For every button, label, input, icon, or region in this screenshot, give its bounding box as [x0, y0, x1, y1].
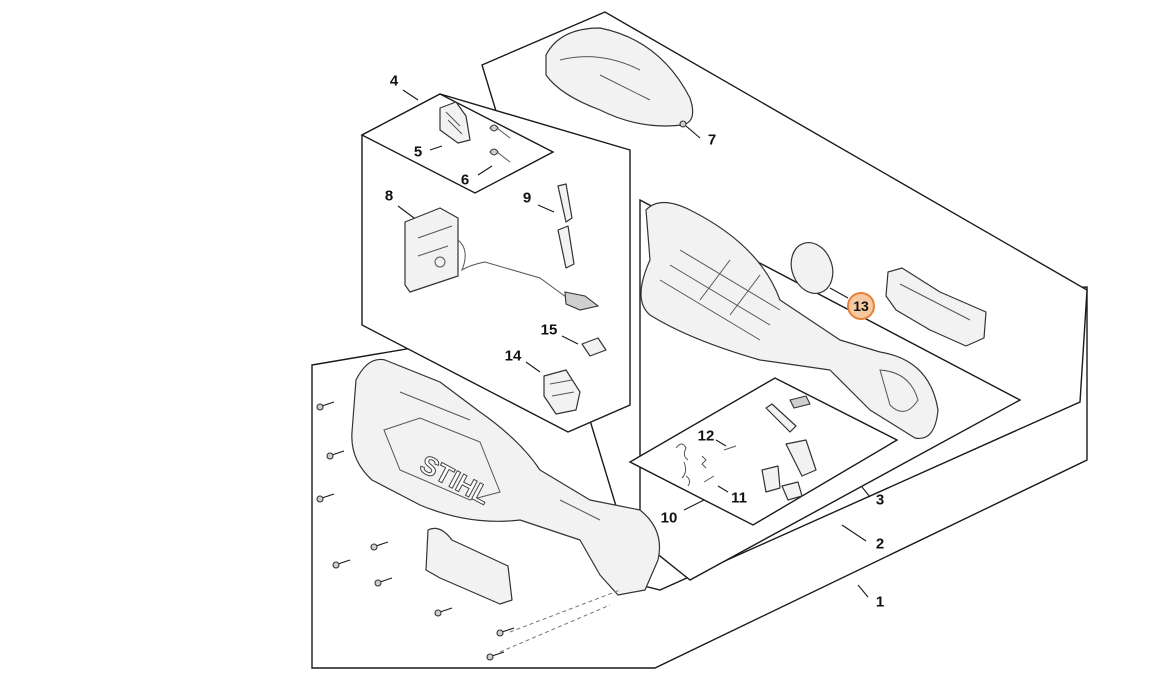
screw[interactable]	[486, 651, 505, 661]
callout-3[interactable]: 3	[875, 491, 885, 509]
electronics-module-part-8[interactable]	[404, 207, 600, 311]
screw[interactable]	[374, 577, 393, 587]
trigger-switch-part-14[interactable]	[543, 369, 581, 415]
screw[interactable]	[370, 541, 389, 551]
callout-9[interactable]: 9	[522, 189, 532, 207]
clip-part-15[interactable]	[581, 337, 607, 357]
switch-part-5[interactable]	[439, 101, 471, 144]
callout-13-highlighted[interactable]: 13	[847, 292, 875, 320]
main-housing-part-1[interactable]: STIHL	[351, 358, 661, 596]
screw[interactable]	[496, 627, 515, 637]
leader-lines	[397, 89, 871, 598]
callout-14[interactable]: 14	[504, 347, 522, 365]
callout-12[interactable]: 12	[697, 427, 715, 445]
callout-2[interactable]: 2	[875, 535, 885, 553]
callout-6[interactable]: 6	[460, 171, 470, 189]
screws[interactable]	[316, 401, 515, 661]
callout-4[interactable]: 4	[389, 72, 399, 90]
callout-11[interactable]: 11	[731, 489, 747, 507]
assembly-guide-lines	[499, 589, 621, 653]
callout-15[interactable]: 15	[540, 321, 558, 339]
group-frame-10	[628, 377, 899, 526]
screw[interactable]	[434, 607, 453, 617]
callout-1[interactable]: 1	[875, 593, 885, 611]
callout-8[interactable]: 8	[384, 187, 394, 205]
handle-housing-part-3[interactable]	[640, 201, 939, 440]
screw[interactable]	[332, 559, 351, 569]
latch-part-9[interactable]	[557, 183, 575, 269]
seal-part-13[interactable]	[784, 237, 839, 300]
grip-insert[interactable]	[425, 527, 513, 605]
spring-part-6a[interactable]	[489, 124, 511, 139]
spring-part-11[interactable]	[685, 475, 715, 487]
screw[interactable]	[316, 401, 335, 411]
group-frame-4	[360, 93, 555, 194]
top-cover-part-7[interactable]	[545, 27, 694, 128]
spring-part-6b[interactable]	[489, 148, 511, 163]
screw[interactable]	[326, 450, 345, 460]
callout-5[interactable]: 5	[413, 143, 423, 161]
callout-10[interactable]: 10	[660, 509, 678, 527]
spring-part-12[interactable]	[675, 443, 737, 479]
lever-components[interactable]	[761, 395, 817, 501]
screw[interactable]	[316, 493, 335, 503]
grip-cover-part-2[interactable]	[885, 267, 987, 347]
callout-7[interactable]: 7	[707, 131, 717, 149]
